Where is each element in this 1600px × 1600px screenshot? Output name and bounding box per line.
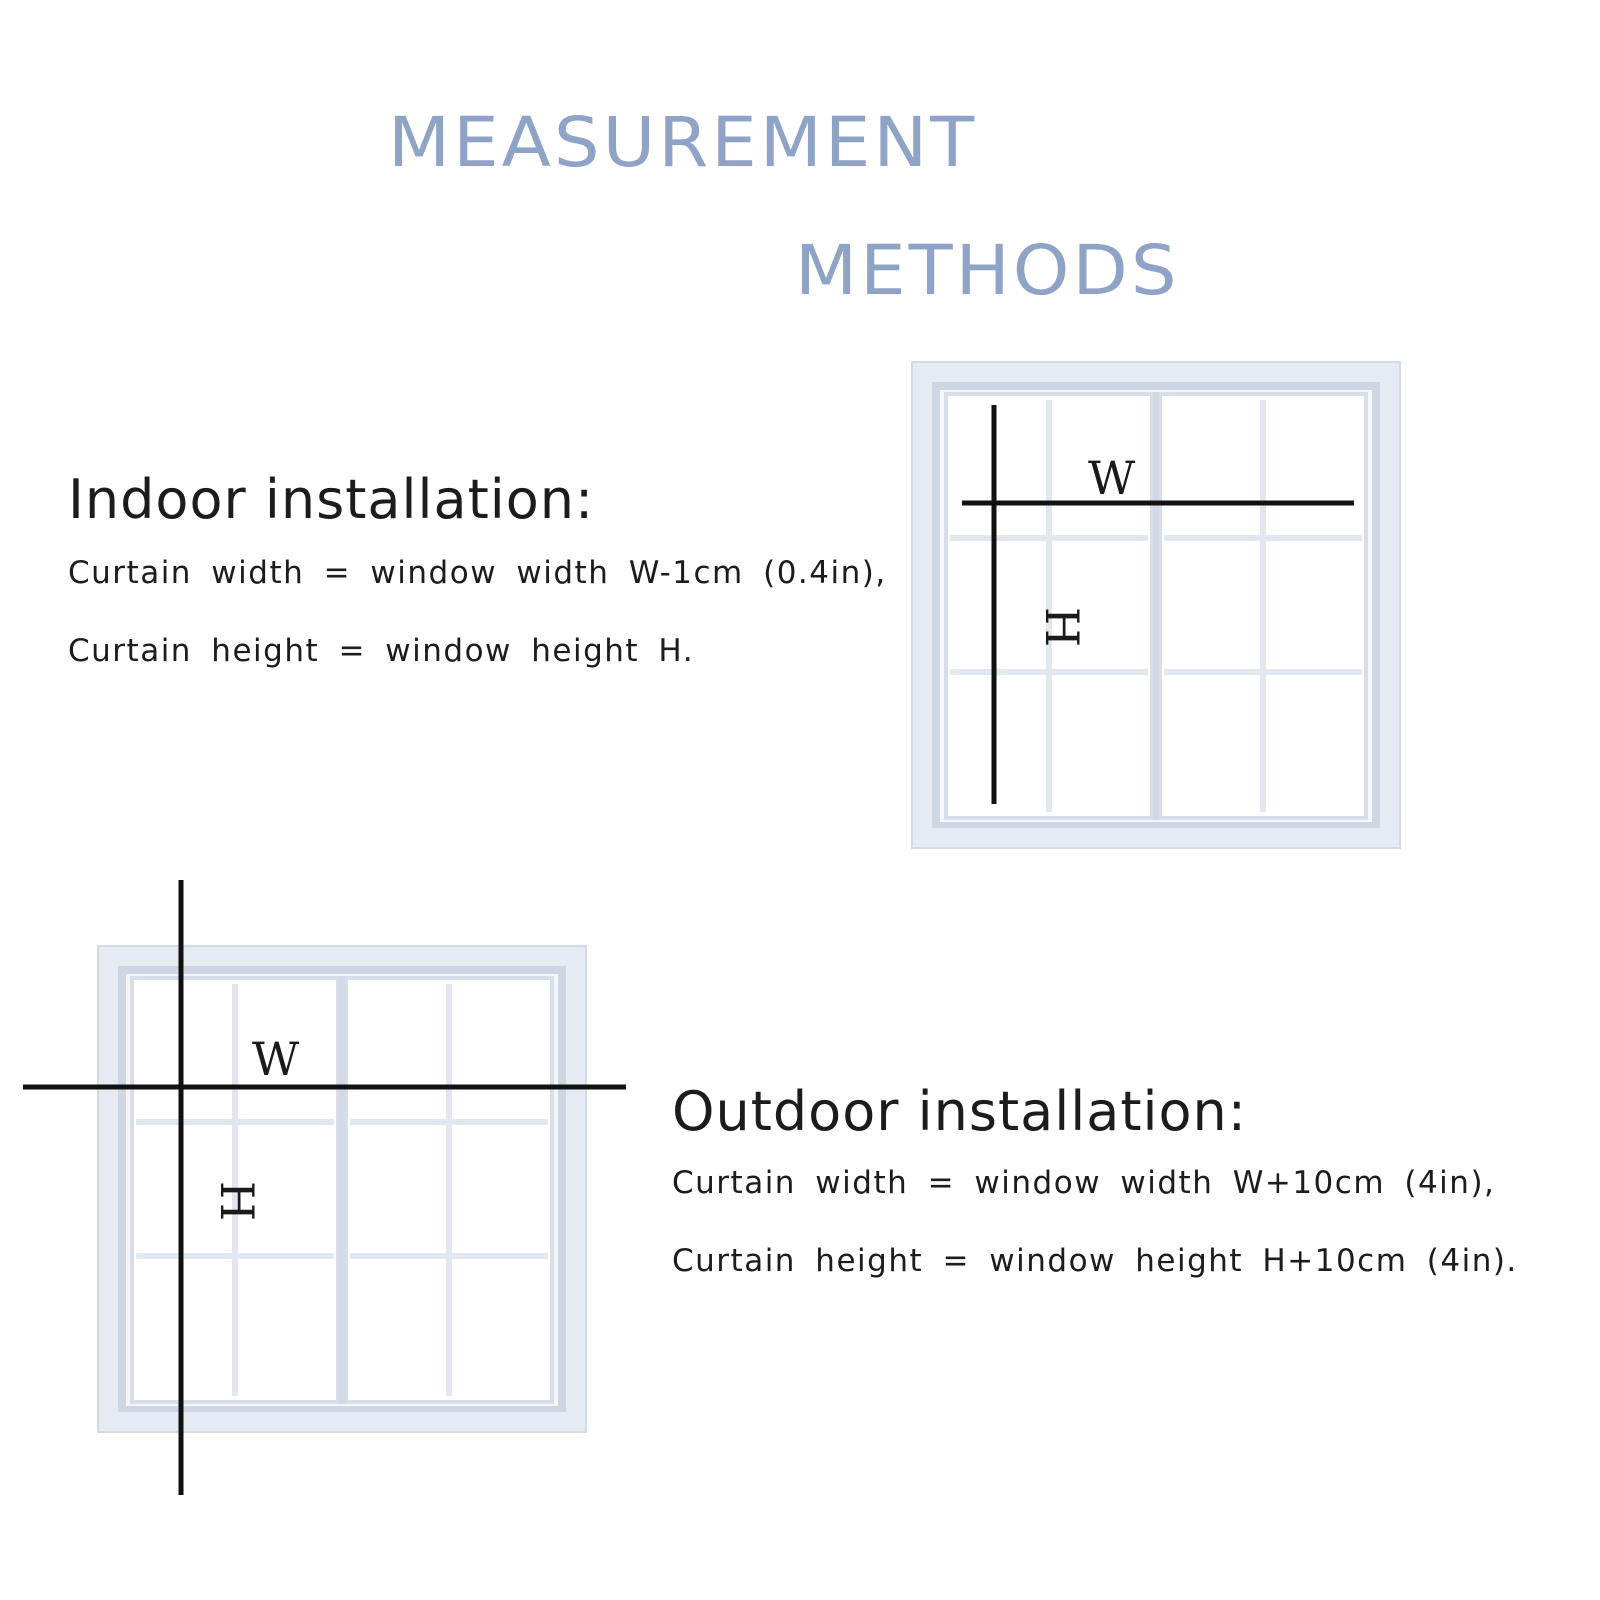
title-line-1: MEASUREMENT: [388, 102, 978, 182]
outdoor-width-label: W: [252, 1032, 300, 1086]
outdoor-window: [97, 945, 587, 1433]
indoor-width-label: W: [1088, 451, 1136, 505]
outdoor-measure-lines: [23, 880, 626, 1495]
outdoor-width-rule: Curtain width = window width W+10cm (4in…: [672, 1165, 1496, 1201]
indoor-height-rule: Curtain height = window height H.: [68, 633, 695, 669]
outdoor-height-rule: Curtain height = window height H+10cm (4…: [672, 1243, 1518, 1279]
indoor-height-label: H: [1035, 607, 1089, 647]
indoor-window: [911, 361, 1401, 849]
indoor-heading: Indoor installation:: [68, 468, 595, 531]
outdoor-heading: Outdoor installation:: [672, 1080, 1247, 1143]
indoor-width-rule: Curtain width = window width W-1cm (0.4i…: [68, 555, 887, 591]
indoor-measure-lines: [962, 405, 1354, 804]
title-line-2: METHODS: [795, 230, 1180, 310]
outdoor-height-label: H: [210, 1181, 264, 1221]
